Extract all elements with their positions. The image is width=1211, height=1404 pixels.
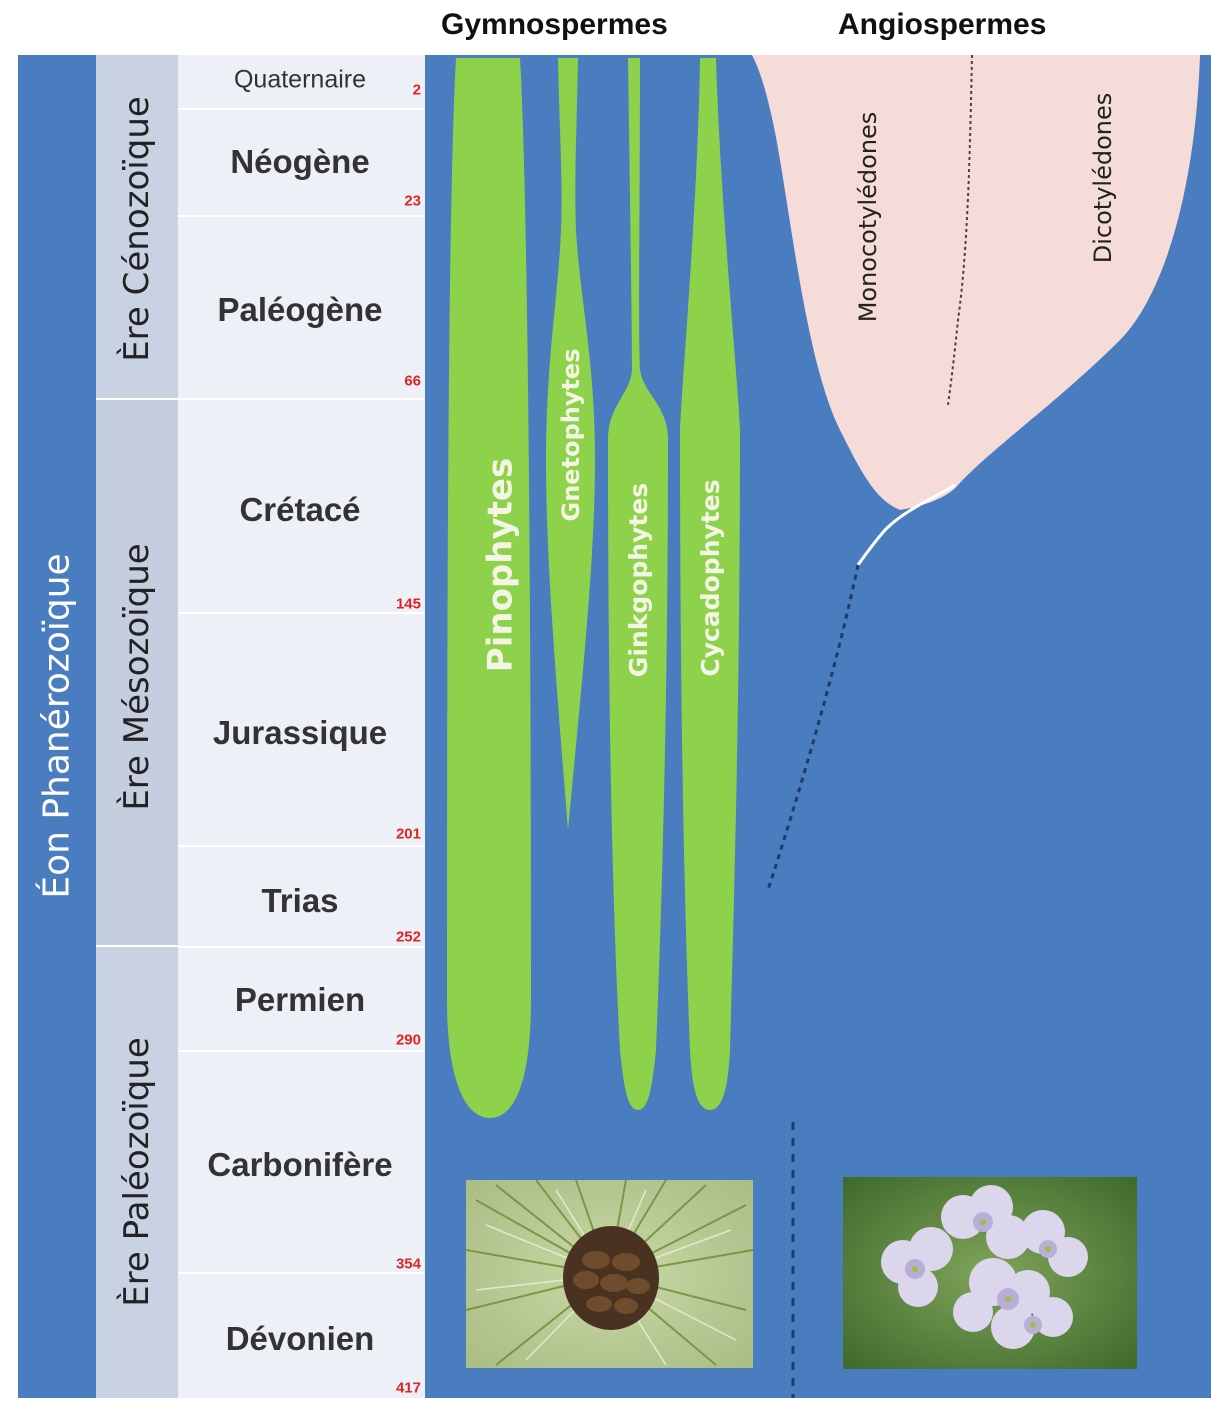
period-devonian: Dévonien <box>226 1320 375 1358</box>
cycadophytes-label: Cycadophytes <box>696 479 725 676</box>
period-carboniferous: Carbonifère <box>207 1146 392 1184</box>
angiosperms-header: Angiospermes <box>838 8 1046 42</box>
period-jurassic: Jurassique <box>213 714 387 752</box>
period-paleogene: Paléogène <box>217 291 382 329</box>
age-cretaceous: 145 <box>396 596 421 613</box>
flower-photo <box>843 1177 1137 1369</box>
eon-label: Éon Phanérozoïque <box>37 553 78 898</box>
dicotyledons-label: Dicotylédones <box>1089 93 1117 263</box>
period-separator <box>178 1272 425 1274</box>
monocotyledons-label: Monocotylédones <box>854 112 882 323</box>
period-separator <box>178 215 425 217</box>
gnetophytes-label: Gnetophytes <box>557 349 585 522</box>
period-separator <box>178 612 425 614</box>
age-paleogene: 66 <box>404 373 421 390</box>
gymnosperms-header: Gymnospermes <box>441 8 668 42</box>
era-label-mesozoic: Ère Mésozoïque <box>117 543 157 810</box>
era-label-paleozoic: Ère Paléozoïque <box>117 1037 157 1307</box>
age-neogene: 23 <box>404 193 421 210</box>
age-permian: 290 <box>396 1032 421 1049</box>
age-devonian: 417 <box>396 1380 421 1397</box>
age-triassic: 252 <box>396 929 421 946</box>
period-cretaceous: Crétacé <box>239 491 360 529</box>
period-neogene: Néogène <box>230 143 369 181</box>
period-separator <box>178 845 425 847</box>
period-separator <box>178 108 425 110</box>
pine-cone-photo <box>466 1180 753 1368</box>
age-jurassic: 201 <box>396 826 421 843</box>
age-quaternary: 2 <box>413 82 421 99</box>
period-separator <box>178 1050 425 1052</box>
period-separator <box>178 398 425 400</box>
period-triassic: Trias <box>261 882 338 920</box>
period-quaternary: Quaternaire <box>234 66 366 95</box>
ginkgophytes-label: Ginkgophytes <box>624 483 653 677</box>
period-permian: Permien <box>235 981 365 1019</box>
era-label-cenozoic: Ère Cénozoïque <box>117 96 157 362</box>
age-carboniferous: 354 <box>396 1256 421 1273</box>
period-separator <box>178 946 425 948</box>
pinophytes-label: Pinophytes <box>481 458 521 672</box>
